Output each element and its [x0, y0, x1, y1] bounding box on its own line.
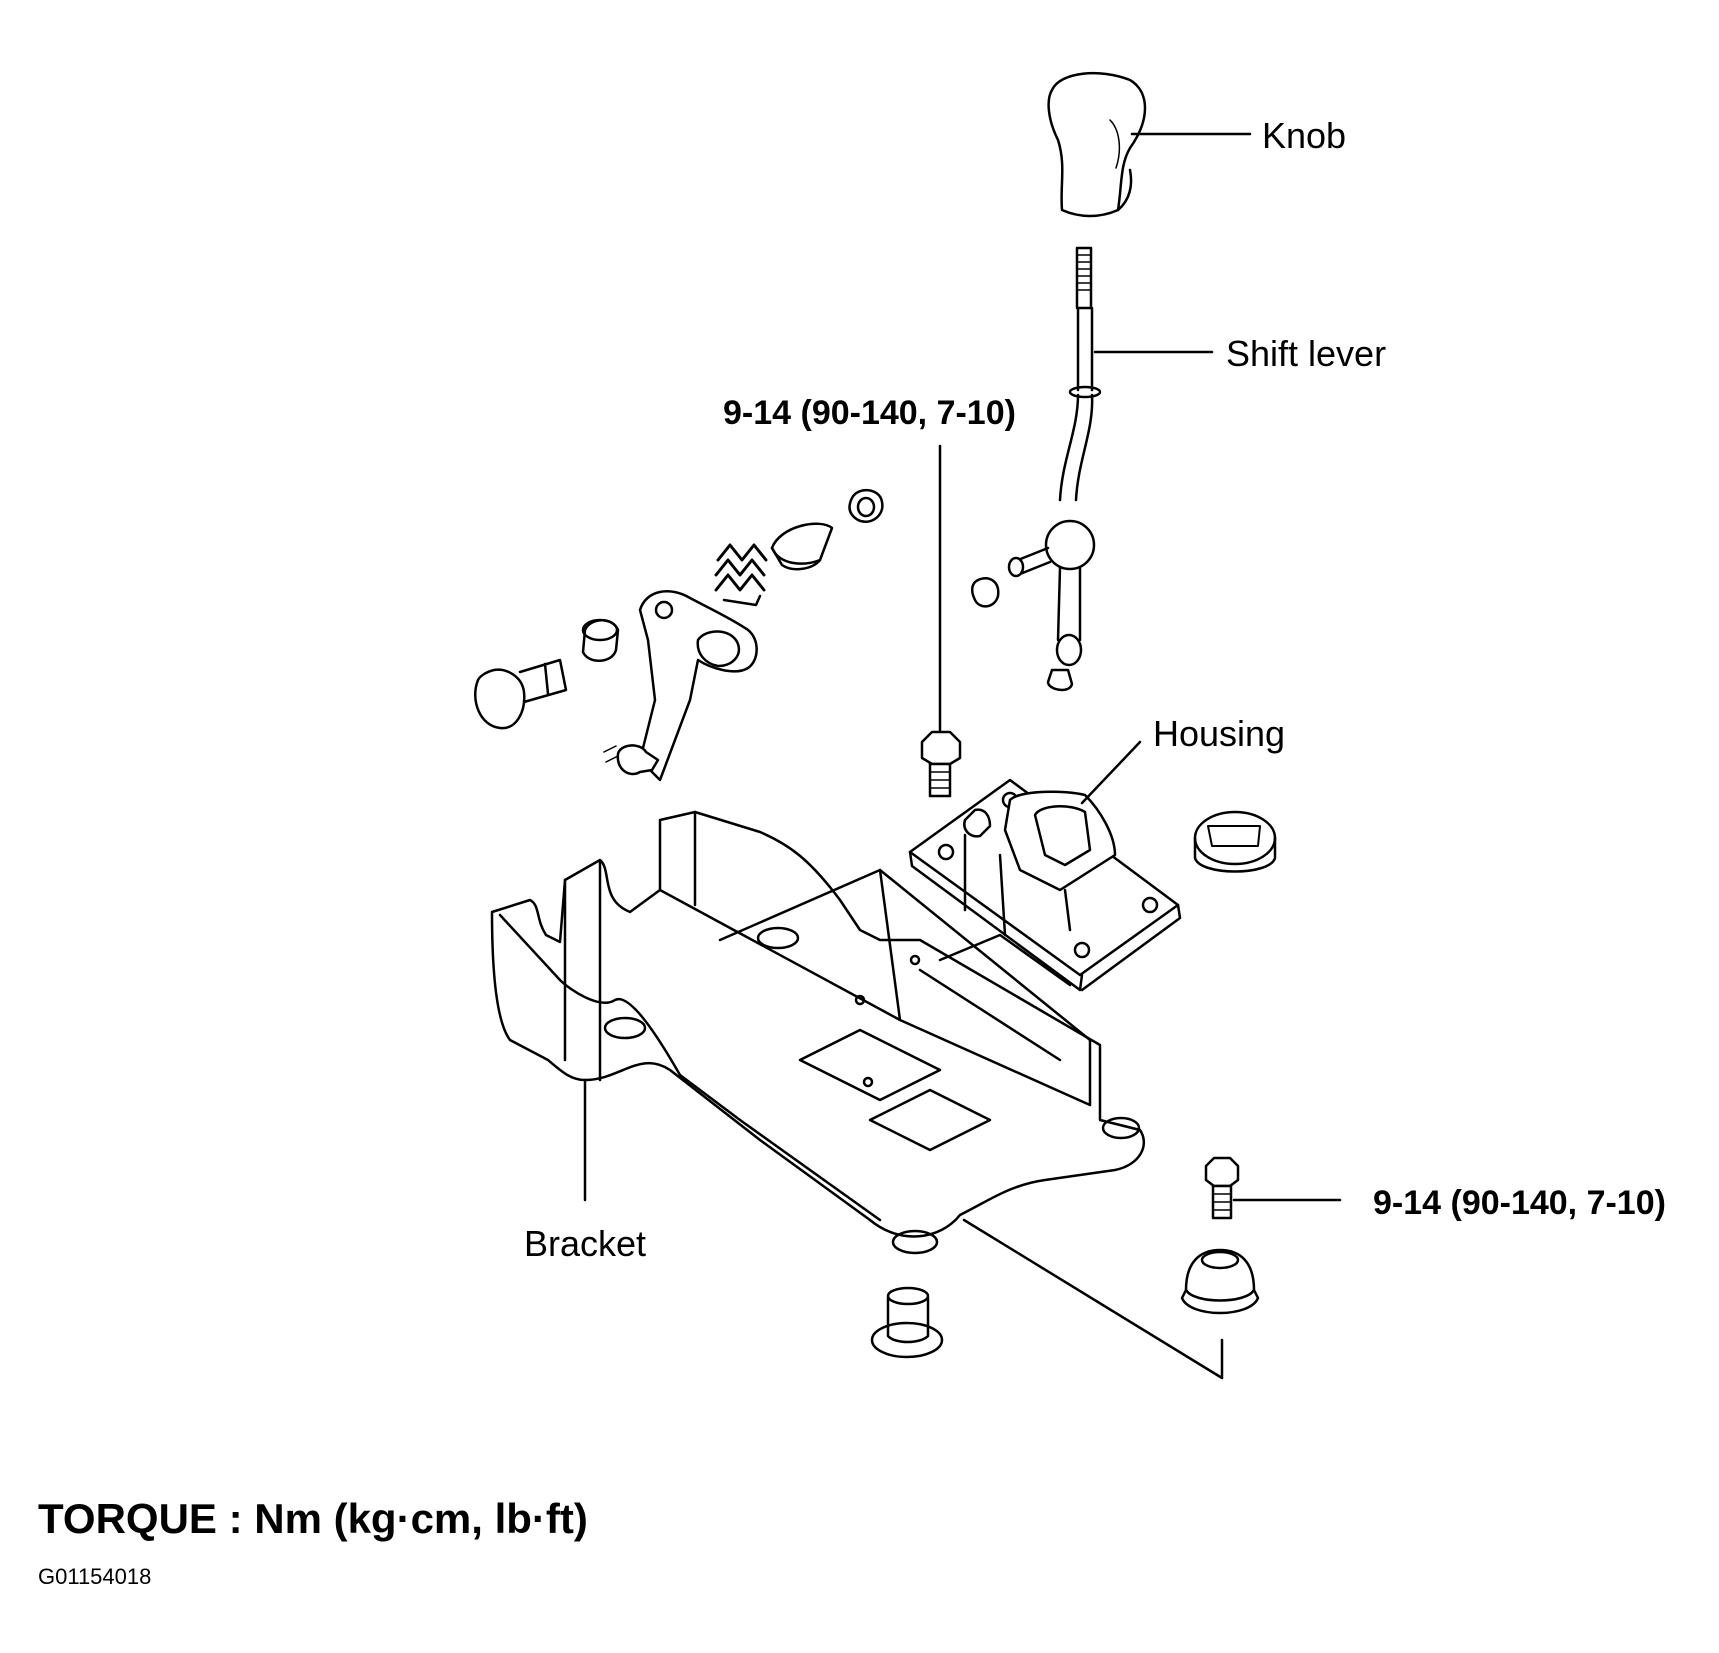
- torque-units-legend: TORQUE : Nm (kg·cm, lb·ft): [38, 1495, 588, 1542]
- selector-arm-assembly: [475, 490, 882, 780]
- housing-label: Housing: [1153, 713, 1286, 754]
- lower-bushing-part: [872, 1288, 942, 1357]
- shift-lever-part: [972, 248, 1100, 690]
- housing-part: [910, 780, 1180, 990]
- grommet-part: [1182, 1250, 1258, 1313]
- knob-part: [1049, 73, 1145, 216]
- lower-bolt-part: [1206, 1158, 1238, 1218]
- seal-part: [1195, 812, 1275, 872]
- lower-torque-spec: 9-14 (90-140, 7-10): [1373, 1184, 1666, 1222]
- bracket-part: [492, 812, 1144, 1253]
- knob-label: Knob: [1262, 115, 1347, 156]
- bracket-label: Bracket: [524, 1223, 647, 1264]
- shift-lever-label: Shift lever: [1226, 333, 1387, 374]
- figure-code: G01154018: [38, 1564, 152, 1589]
- upper-bolt-part: [922, 732, 960, 796]
- housing-leader-line: [1082, 742, 1140, 803]
- assembly-guide-line: [964, 1220, 1222, 1378]
- upper-torque-spec: 9-14 (90-140, 7-10): [723, 394, 1016, 432]
